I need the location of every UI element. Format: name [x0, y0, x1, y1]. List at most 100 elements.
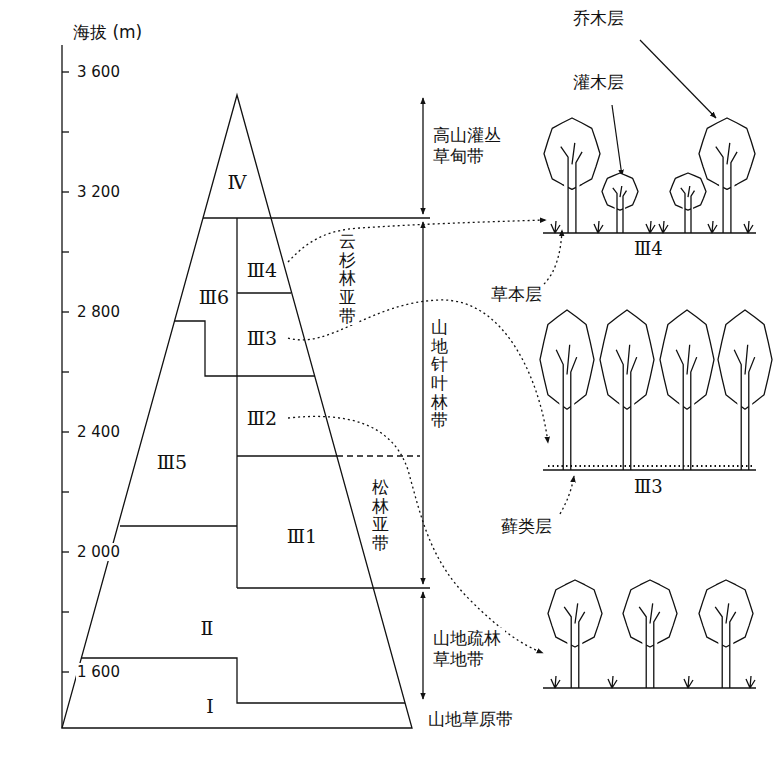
grass-symbol [551, 221, 560, 233]
tree-symbol [718, 310, 772, 470]
zone-name: 山地针叶林带 [430, 318, 449, 430]
vegetation-illustration [543, 469, 756, 470]
zone-region: Ⅲ4 [245, 259, 279, 282]
grass-symbol [659, 221, 668, 233]
zone-region: Ⅰ [204, 695, 216, 718]
zone-name: 山地草原带 [427, 709, 514, 730]
leader-line [544, 230, 562, 284]
subzone-name: 云杉林亚带 [338, 232, 357, 325]
layer-name: 灌木层 [572, 72, 625, 93]
zone-number: Ⅲ6 [199, 286, 229, 309]
tree-symbol [623, 580, 677, 688]
layer-name: 藓类层 [500, 516, 553, 537]
axis-tick [62, 551, 69, 552]
tree-symbol [623, 580, 677, 647]
tree-symbol [718, 310, 772, 409]
tree-symbol [564, 603, 585, 688]
zone-number: Ⅰ [206, 695, 214, 718]
zone-number: Ⅲ3 [247, 327, 277, 350]
vegetation-illustration [543, 687, 756, 688]
zone-number: Ⅳ [228, 171, 247, 194]
zone-bracket [422, 98, 423, 214]
zone-bracket [422, 592, 423, 699]
tree-symbol [548, 580, 602, 688]
tree-symbol [602, 173, 638, 210]
elevation-axis [61, 45, 62, 728]
zone-outline [81, 658, 405, 703]
zone-region: Ⅳ [226, 171, 249, 194]
zone-number: Ⅱ [201, 617, 214, 640]
tree-symbol [561, 143, 582, 233]
tick-label: 1 600 [76, 663, 121, 682]
tree-symbol [544, 118, 600, 189]
leader-line [640, 40, 716, 118]
tree-symbol [699, 580, 753, 688]
tree-symbol [670, 173, 706, 233]
zone-outline [62, 95, 412, 728]
layer-name: 乔木层 [572, 8, 625, 29]
leader-line [288, 300, 548, 443]
tree-symbol [715, 603, 736, 688]
tree-symbol [548, 580, 602, 647]
tree-symbol [660, 310, 714, 470]
zone-bracket [422, 98, 423, 699]
zone-outline [237, 292, 291, 293]
grass-symbol [744, 221, 753, 233]
tick-label: 3 600 [76, 63, 121, 82]
axis-tick [62, 431, 69, 432]
grass-symbol [608, 676, 617, 688]
leader-line [612, 105, 622, 176]
vegetation-illustration [548, 465, 754, 467]
axis-title: 海拔 (m) [72, 22, 143, 43]
tree-symbol [670, 173, 706, 210]
zone-number: Ⅲ5 [157, 451, 187, 474]
leader-line [288, 220, 574, 653]
zone-outline [236, 218, 237, 588]
tree-symbol [616, 345, 637, 470]
axis-tick [62, 131, 69, 132]
axis-tick [62, 311, 69, 312]
tree-symbol [544, 118, 600, 233]
axis-tick [62, 611, 69, 612]
leader-line [288, 220, 546, 262]
tree-symbol [699, 118, 755, 233]
zone-region: Ⅲ2 [245, 407, 279, 430]
axis-tick [62, 191, 69, 192]
zone-bracket [422, 222, 423, 584]
zone-region: Ⅲ5 [155, 451, 189, 474]
layer-name: 草本层 [490, 284, 543, 305]
zone-number: Ⅲ2 [247, 407, 277, 430]
tree-symbol [699, 580, 753, 647]
tree-symbol [613, 186, 627, 233]
tree-symbol [676, 345, 697, 470]
axis-tick [62, 491, 69, 492]
subzone-name: 松林亚带 [371, 478, 390, 553]
tree-symbol [556, 345, 577, 470]
zone-region: Ⅲ3 [245, 327, 279, 350]
tree-symbol [716, 143, 737, 233]
zone-outline [120, 525, 237, 526]
tree-symbol [639, 603, 660, 688]
tree-symbol [602, 173, 638, 233]
tree-symbol [734, 345, 755, 470]
tree-symbol [600, 310, 654, 409]
tick-label: 2 800 [76, 303, 121, 322]
axis-tick [62, 371, 69, 372]
grass-symbol [708, 221, 717, 233]
tick-label: 2 400 [76, 423, 121, 442]
elevation-axis [62, 45, 69, 728]
grass-symbol [594, 221, 603, 233]
zone-region: Ⅲ6 [197, 286, 231, 309]
tree-symbol [699, 118, 755, 189]
zone-name: 山地疏林草地带 [432, 628, 505, 671]
zone-region: Ⅱ [199, 617, 216, 640]
panel-caption: Ⅲ4 [633, 238, 664, 261]
zone-number: Ⅲ1 [287, 525, 317, 548]
grass-symbol [646, 221, 655, 233]
axis-tick [62, 671, 69, 672]
grass-symbol [746, 676, 755, 688]
axis-tick [62, 251, 69, 252]
grass-symbol [551, 676, 560, 688]
tree-symbol [540, 310, 594, 470]
tree-symbol [540, 310, 594, 409]
